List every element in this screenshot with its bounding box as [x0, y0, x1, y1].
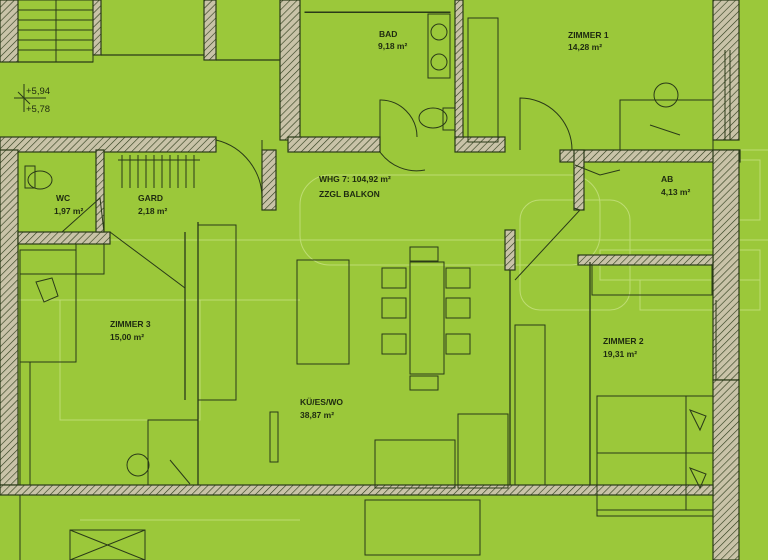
- level-upper: +5,94: [26, 86, 50, 97]
- room-zimmer3-name: ZIMMER 3: [110, 319, 151, 329]
- bathroom-fixtures: [304, 11, 499, 143]
- kitchen-island: [296, 259, 350, 365]
- zimmer2-furniture: [591, 264, 717, 517]
- room-ab-area: 4,13 m²: [661, 187, 690, 197]
- wc-gard-fixtures: [24, 139, 263, 289]
- desk-icon: [147, 419, 199, 486]
- room-zimmer1-area: 14,28 m²: [568, 42, 602, 52]
- room-zimmer3-area: 15,00 m²: [110, 332, 144, 342]
- toilet-icon: [418, 107, 448, 129]
- sofa-icon: [374, 439, 456, 489]
- staircase: [17, 0, 94, 63]
- living-furniture: [269, 151, 621, 556]
- room-zimmer1-name: ZIMMER 1: [568, 30, 609, 40]
- chair-icon: [653, 82, 679, 108]
- level-marker-icon: [14, 84, 46, 112]
- zimmer3-furniture: [19, 224, 237, 486]
- room-gard-name: GARD: [138, 193, 163, 203]
- room-kueche-name: KÜ/ES/WO: [300, 397, 343, 407]
- room-zimmer2-area: 19,31 m²: [603, 349, 637, 359]
- room-wc-area: 1,97 m²: [54, 206, 83, 216]
- room-kueche-area: 38,87 m²: [300, 410, 334, 420]
- room-bad-name: BAD: [379, 29, 397, 39]
- dining-table-icon: [409, 261, 445, 375]
- wc-toilet-icon: [27, 170, 53, 190]
- room-zimmer2-name: ZIMMER 2: [603, 336, 644, 346]
- level-lower: +5,78: [26, 104, 50, 115]
- apartment-extra: ZZGL BALKON: [319, 189, 380, 199]
- room-ab-name: AB: [661, 174, 673, 184]
- walls: [0, 0, 741, 560]
- room-wc-name: WC: [56, 193, 70, 203]
- room-gard-area: 2,18 m²: [138, 206, 167, 216]
- zimmer1-furniture: [519, 50, 731, 151]
- bottom-elements: [19, 495, 146, 560]
- room-bad-area: 9,18 m²: [378, 41, 407, 51]
- apartment-name: WHG 7: 104,92 m²: [319, 174, 391, 184]
- desk-chair-icon: [126, 453, 150, 477]
- bed-icon: [19, 249, 77, 363]
